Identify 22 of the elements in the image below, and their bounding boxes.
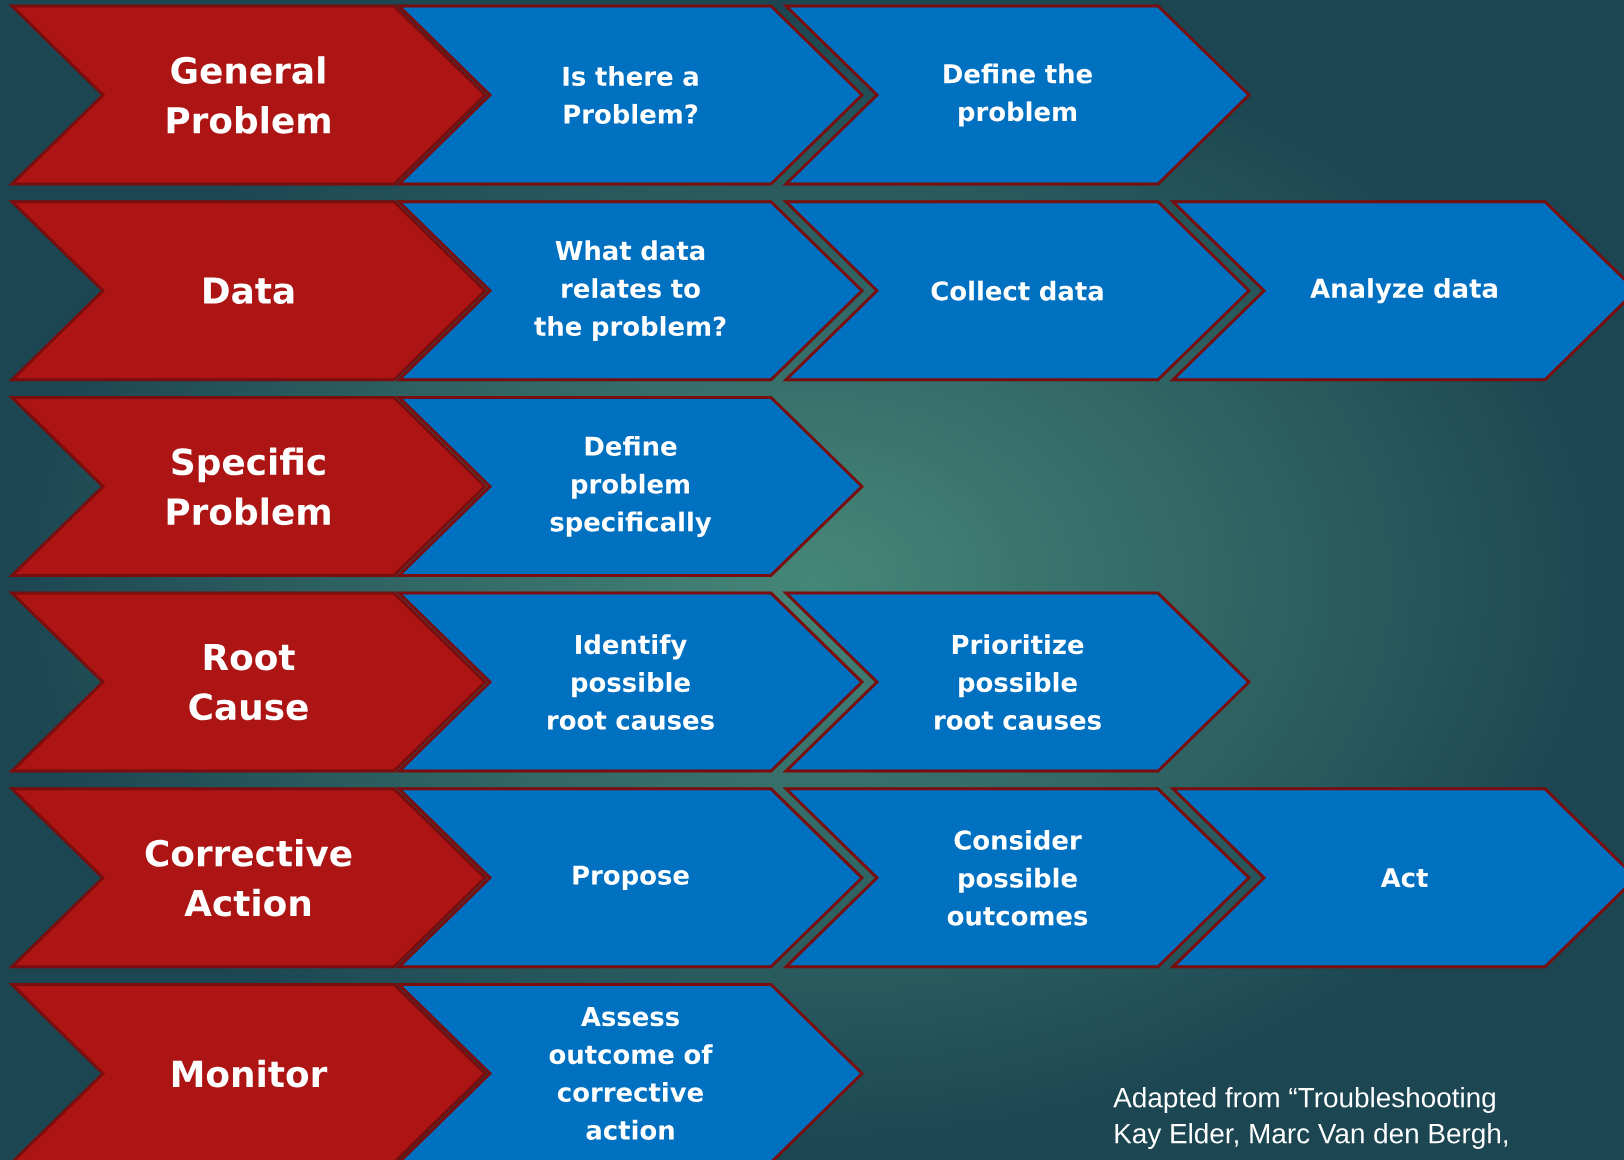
stage-box: Specific Problem bbox=[8, 395, 488, 577]
step-box: Propose bbox=[395, 787, 865, 969]
step-box: Act bbox=[1169, 787, 1624, 969]
step-box: Define problem specifically bbox=[395, 395, 865, 577]
step-box: Identify possible root causes bbox=[395, 591, 865, 773]
step-box: Collect data bbox=[782, 200, 1252, 382]
citation-text: Kay Elder, Marc Van den Bergh, bbox=[1115, 1123, 1508, 1149]
step-box: Consider possible outcomes bbox=[782, 787, 1252, 969]
step-box: Assess outcome of corrective action bbox=[395, 983, 865, 1160]
node-label: Act bbox=[1380, 868, 1428, 888]
stage-box: General Problem bbox=[8, 4, 488, 186]
citation-text: Adapted from “Troubleshooting bbox=[1113, 1087, 1495, 1113]
node-label: Analyze data bbox=[1310, 278, 1497, 304]
step-box: Analyze data bbox=[1169, 200, 1624, 382]
stage-box: Monitor bbox=[8, 983, 488, 1160]
step-box: What data relates to the problem? bbox=[395, 200, 865, 382]
stage-box: Data bbox=[8, 200, 488, 382]
stage-box: Root Cause bbox=[8, 591, 488, 773]
stage-box: Corrective Action bbox=[8, 787, 488, 969]
step-box: Is there a Problem? bbox=[395, 4, 865, 186]
step-box: Define the problem bbox=[782, 4, 1252, 186]
step-box: Prioritize possible root causes bbox=[782, 591, 1252, 773]
